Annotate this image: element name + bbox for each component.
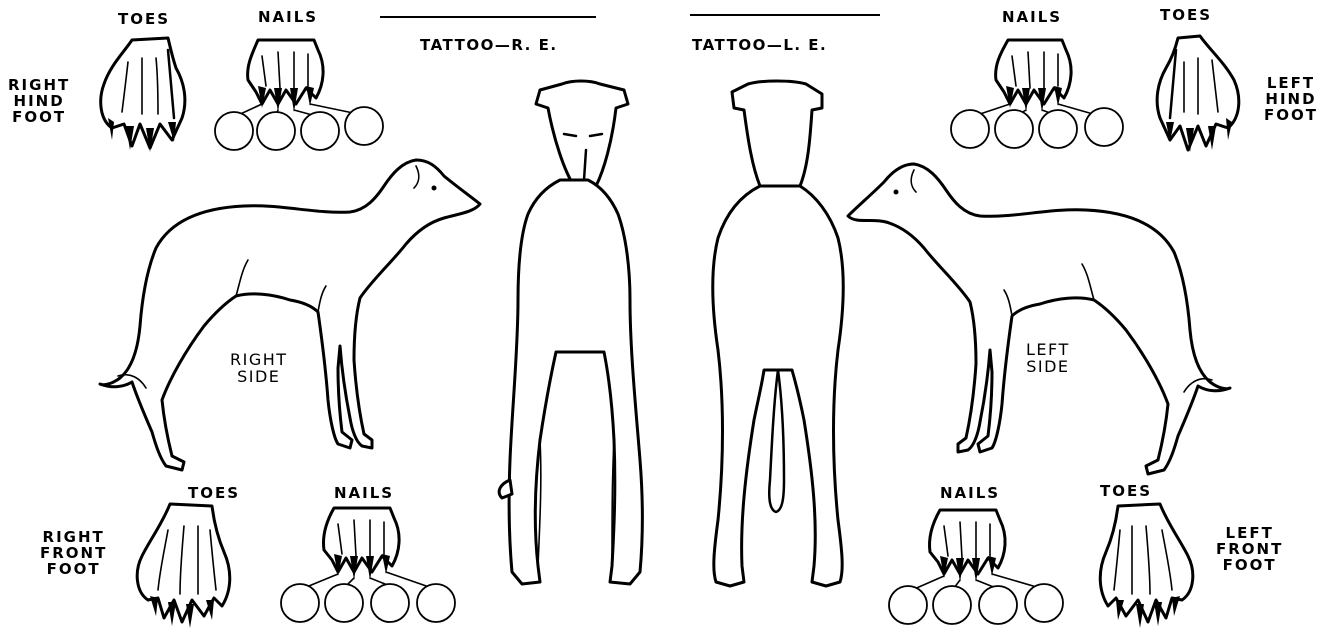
nail-circle[interactable] [371,584,409,622]
left-hind-foot-toes-drawing [1157,36,1239,152]
nail-circle[interactable] [215,112,253,150]
left-hind-nail-circles [951,108,1123,148]
right-side-label-line: SIDE [230,369,288,386]
nail-circle[interactable] [1039,110,1077,148]
right-hind-nail-circles [215,107,383,150]
right-front-foot-toes-drawing [137,504,230,628]
right-front-foot-label: RIGHT FRONT FOOT [40,530,107,577]
front-view-dog-drawing [499,81,642,584]
nail-circle[interactable] [889,586,927,624]
tattoo-left-ear-label: TATTOO—L. E. [692,38,827,54]
left-side-label-line: SIDE [1026,359,1070,376]
nail-circle[interactable] [979,586,1017,624]
tattoo-right-ear-label: TATTOO—R. E. [420,38,558,54]
nail-circle[interactable] [345,107,383,145]
nail-circle[interactable] [325,584,363,622]
left-front-foot-label-line: FOOT [1216,558,1283,574]
left-hind-foot-label: LEFT HIND FOOT [1264,76,1318,123]
right-front-nail-circles [281,584,455,622]
nail-circle[interactable] [257,112,295,150]
right-hind-nails-label: NAILS [258,10,318,26]
left-hind-nails-label: NAILS [1002,10,1062,26]
nail-circle[interactable] [951,110,989,148]
left-front-nail-circles [889,584,1063,624]
left-front-foot-label: LEFT FRONT FOOT [1216,526,1283,573]
left-side-label: LEFT SIDE [1026,342,1070,376]
right-front-nails-label: NAILS [334,486,394,502]
left-hind-foot-nails-drawing [980,40,1100,116]
nail-circle[interactable] [301,112,339,150]
left-side-dog-drawing [848,164,1230,474]
right-front-toes-label: TOES [188,486,240,502]
right-front-foot-label-line: FOOT [40,562,107,578]
left-hind-toes-label: TOES [1160,8,1212,24]
tattoo-left-ear-line[interactable] [690,14,880,16]
left-front-foot-nails-drawing [912,510,1040,590]
left-front-foot-toes-drawing [1100,504,1193,628]
nail-circle[interactable] [1025,584,1063,622]
nail-circle[interactable] [933,586,971,624]
left-front-nails-label: NAILS [940,486,1000,502]
right-hind-toes-label: TOES [118,12,170,28]
right-hind-foot-label: RIGHT HIND FOOT [8,78,70,125]
nail-circle[interactable] [995,110,1033,148]
tattoo-right-ear-line[interactable] [380,16,596,18]
left-front-toes-label: TOES [1100,484,1152,500]
right-hind-foot-toes-drawing [101,38,185,152]
right-side-dog-drawing [100,160,480,470]
nail-circle[interactable] [1085,108,1123,146]
right-hind-foot-label-line: FOOT [8,110,70,126]
rear-view-dog-drawing [713,81,844,586]
right-front-foot-nails-drawing [304,508,432,588]
nail-circle[interactable] [417,584,455,622]
right-hind-foot-nails-drawing [236,40,358,116]
nail-circle[interactable] [281,584,319,622]
right-side-label: RIGHT SIDE [230,352,288,386]
left-hind-foot-label-line: FOOT [1264,108,1318,124]
